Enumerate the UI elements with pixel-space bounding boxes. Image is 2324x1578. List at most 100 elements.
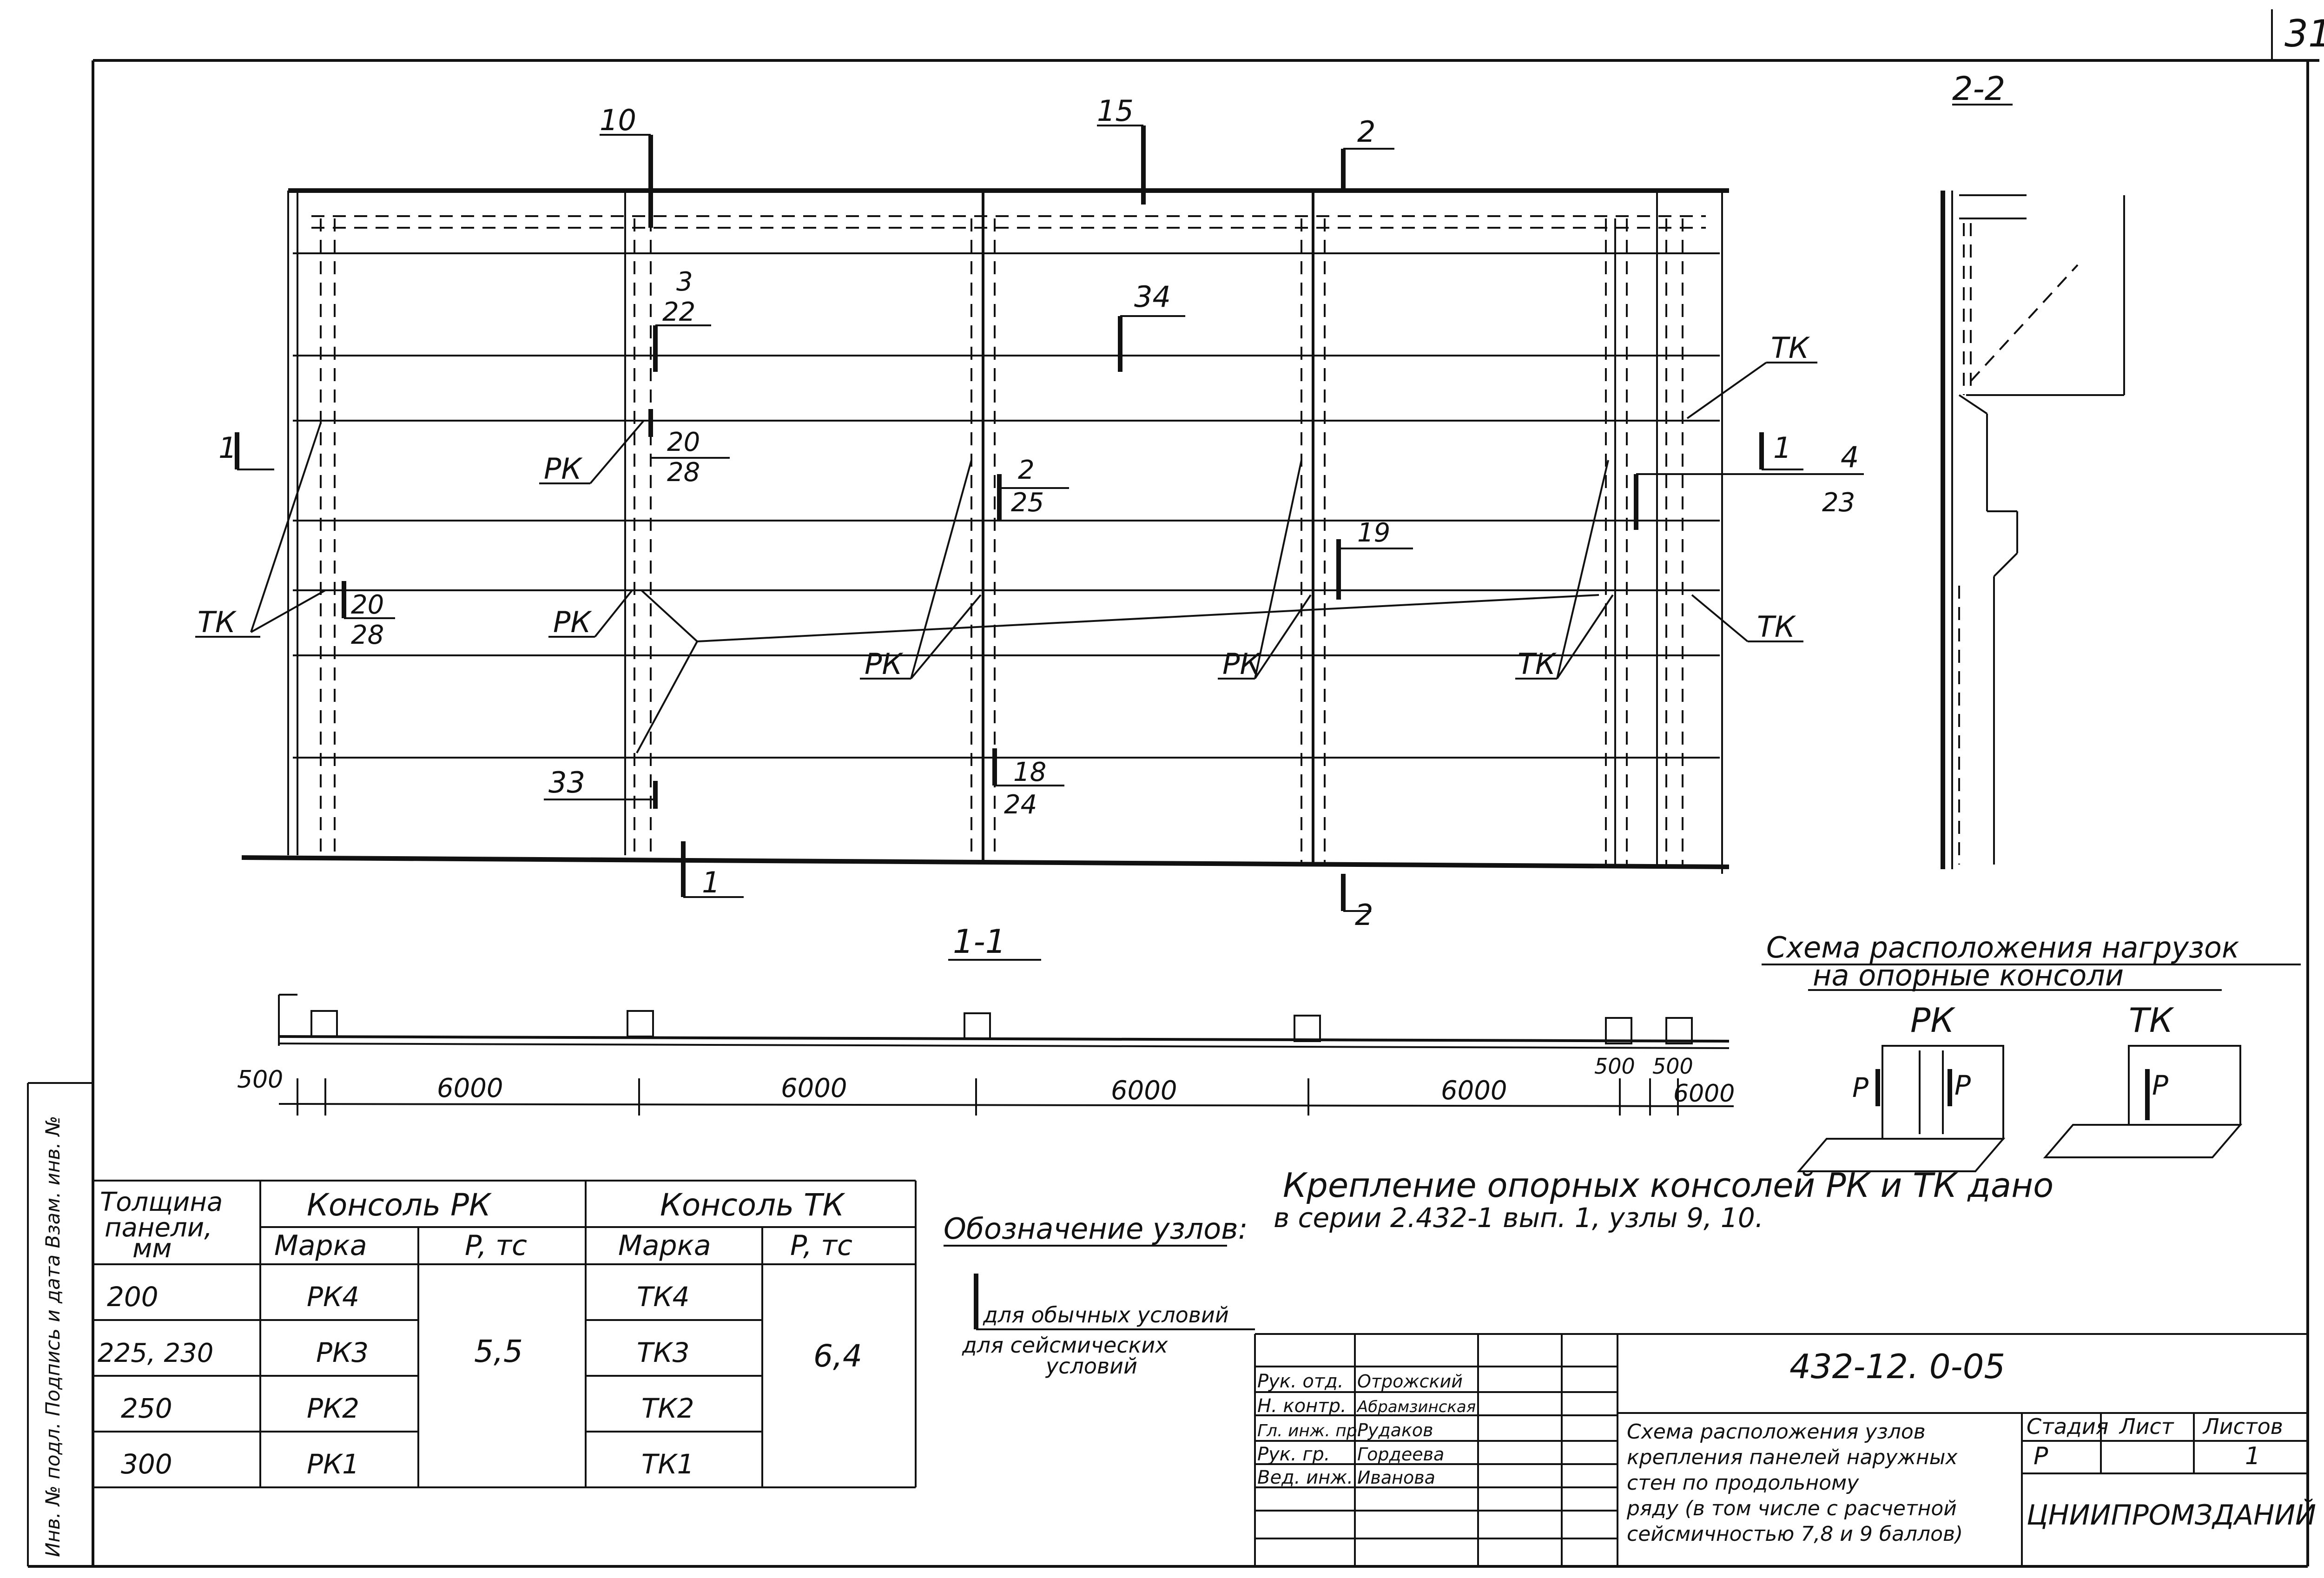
table-cell-thickness: 300 <box>121 1448 172 1480</box>
load-scheme <box>1762 964 2301 1172</box>
console-tag: ТК <box>1518 647 1557 681</box>
dimension-label: 6000 <box>1111 1076 1177 1106</box>
table-cell-tk-load: 6,4 <box>813 1338 862 1374</box>
console-tag: РК <box>865 647 904 681</box>
table-header: Марка <box>618 1229 711 1262</box>
node-marks <box>235 125 1764 911</box>
console-tag: РК <box>1222 647 1261 681</box>
table-cell-rk: РК3 <box>316 1337 369 1368</box>
table-cell-rk: РК4 <box>307 1281 359 1313</box>
title-block <box>1254 1333 2308 1566</box>
table-cell-thickness: 250 <box>121 1393 172 1424</box>
callout-label: 20 <box>351 590 384 620</box>
dimension-label: 6000 <box>1673 1080 1735 1108</box>
table-cell-tk: ТК2 <box>641 1393 694 1424</box>
description-line: стен по продольному <box>1627 1471 1859 1495</box>
organization: ЦНИИПРОМЗДАНИЙ <box>2027 1499 2316 1532</box>
callout-label: 20 <box>667 427 700 457</box>
table-header: Толщина <box>100 1187 223 1217</box>
table-header: мм <box>132 1234 172 1264</box>
stage-value: Р <box>2034 1442 2048 1470</box>
callout-label: 3 <box>676 267 693 297</box>
console-leaders <box>250 362 1767 753</box>
callout-label: 2 <box>1357 115 1375 149</box>
table-cell-thickness: 200 <box>107 1281 158 1313</box>
callout-sublabel: 23 <box>1822 488 1855 518</box>
wall-elevation <box>195 125 1864 912</box>
section-mark-label: 1 <box>218 431 237 465</box>
callout-label: 15 <box>1097 94 1134 128</box>
console-tag: РК <box>544 452 583 486</box>
sheet-label: Лист <box>2119 1414 2174 1439</box>
stage-label: Стадия <box>2027 1414 2108 1439</box>
sheets-value: 1 <box>2245 1442 2260 1470</box>
callout-label: 10 <box>600 103 636 137</box>
callout-label: 19 <box>1357 518 1390 548</box>
callout-sublabel: 28 <box>667 457 700 488</box>
signature-role: Вед. инж. <box>1257 1467 1353 1488</box>
signature-name: Рудаков <box>1357 1420 1433 1440</box>
console-tag: ТК <box>1757 610 1796 644</box>
dimension-label: 6000 <box>781 1073 847 1103</box>
signature-name: Гордеева <box>1357 1444 1444 1465</box>
description-line: Схема расположения узлов <box>1627 1420 1926 1444</box>
section-1-1 <box>278 959 1734 1116</box>
section-mark-label: 1 <box>1773 431 1791 465</box>
console-tag: РК <box>553 605 592 639</box>
side-stamp: Инв. № подл. Подпись и дата Взам. инв. № <box>41 1116 64 1557</box>
legend-normal: для обычных условий <box>983 1302 1229 1327</box>
load-scheme-title: Схема расположения нагрузок <box>1766 931 2239 964</box>
callout-sublabel: 25 <box>1011 488 1044 518</box>
tk-sketch-label: ТК <box>2129 1001 2174 1040</box>
section-title: 2-2 <box>1952 70 2005 108</box>
description-line: сейсмичностью 7,8 и 9 баллов) <box>1627 1522 1963 1546</box>
load-p-label: P <box>1852 1072 1868 1103</box>
console-tag: ТК <box>198 605 237 639</box>
note-line: в серии 2.432-1 вып. 1, узлы 9, 10. <box>1274 1202 1763 1234</box>
signature-role: Рук. отд. <box>1257 1371 1344 1392</box>
signature-name: Отрожский <box>1357 1371 1463 1392</box>
load-p-label: P <box>1954 1070 1971 1101</box>
dimension-label: 500 <box>1594 1054 1635 1079</box>
callout-sublabel: 24 <box>1004 790 1037 820</box>
section-2-2 <box>1941 104 2125 869</box>
dimension-label: 500 <box>1652 1054 1693 1079</box>
section-mark-label: 1 <box>702 865 720 899</box>
signature-name: Абрамзинская <box>1356 1398 1476 1416</box>
load-scheme-title: на опорные консоли <box>1813 958 2124 992</box>
section-title: 1-1 <box>953 923 1006 961</box>
dimension-label: 6000 <box>437 1073 503 1103</box>
callout-label: 33 <box>548 766 585 799</box>
rk-sketch-label: РК <box>1910 1001 1955 1040</box>
table-cell-rk: РК1 <box>307 1448 359 1480</box>
callout-label: 34 <box>1134 280 1171 314</box>
table-cell-tk: ТК1 <box>641 1448 694 1480</box>
console-tag: ТК <box>1771 331 1810 365</box>
callout-label: 18 <box>1013 757 1046 787</box>
sheet-number: 31 <box>2284 12 2324 55</box>
signature-role: Гл. инж. пр. <box>1257 1421 1362 1440</box>
signature-name: Иванова <box>1357 1467 1435 1488</box>
legend <box>944 1245 1255 1330</box>
table-header: панели, <box>105 1213 212 1243</box>
callout-sublabel: 28 <box>351 620 384 650</box>
table-header: Марка <box>274 1229 367 1262</box>
signature-role: Рук. гр. <box>1257 1444 1330 1465</box>
table-cell-thickness: 225, 230 <box>98 1338 213 1368</box>
table-header: Консоль РК <box>307 1187 492 1223</box>
table-header: P, тс <box>790 1229 852 1262</box>
callout-label: 2 <box>1018 455 1035 485</box>
dimension-label: 500 <box>237 1066 283 1094</box>
callout-sublabel: 22 <box>662 297 695 327</box>
table-header: Консоль ТК <box>660 1187 845 1223</box>
columns <box>297 191 1684 865</box>
table-header: P, тс <box>465 1229 527 1262</box>
table-cell-tk: ТК3 <box>637 1337 690 1368</box>
signature-role: Н. контр. <box>1257 1395 1347 1417</box>
console-table <box>93 1180 917 1488</box>
dimension-label: 6000 <box>1441 1076 1507 1106</box>
callout-shelves <box>237 125 1864 912</box>
sheet-frame <box>27 9 2319 1568</box>
